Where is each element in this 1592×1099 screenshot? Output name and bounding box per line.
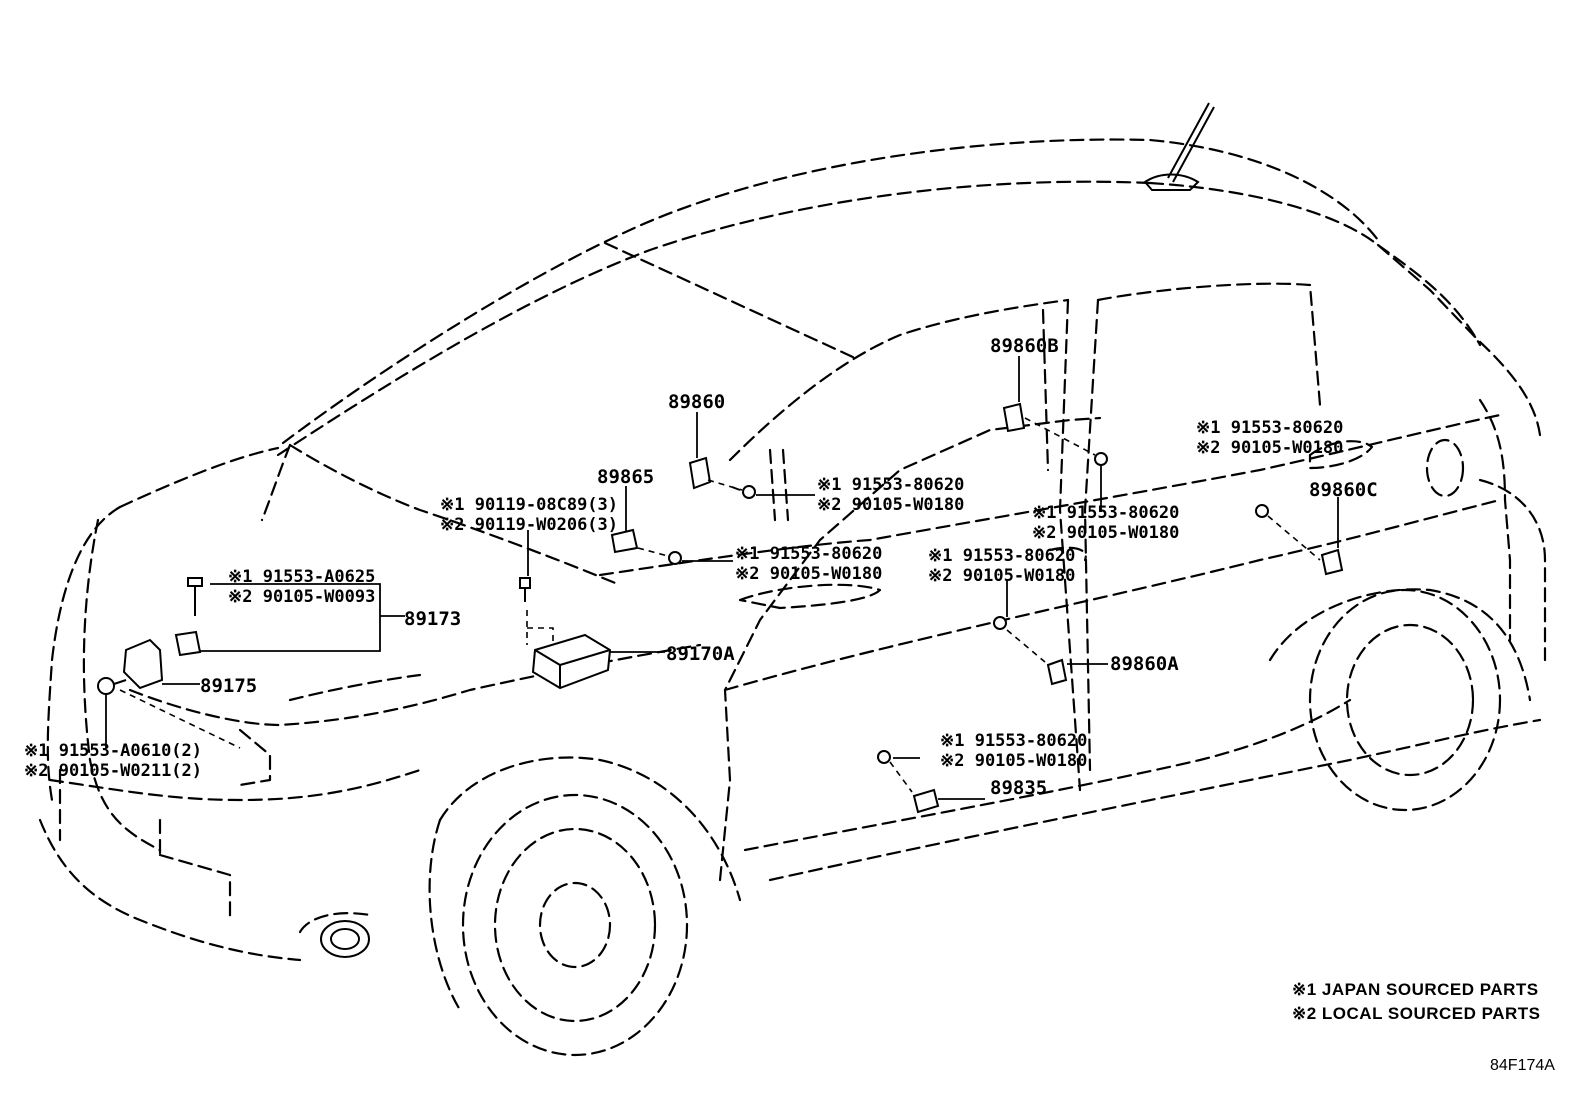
fastener-a-line1: ※1 91553-80620 [817,475,964,495]
legend-note-local: ※2 LOCAL SOURCED PARTS [1292,1004,1540,1023]
fastener-hood-line2: ※2 90105-W0093 [228,587,375,607]
legend-note-japan: ※1 JAPAN SOURCED PARTS [1292,980,1539,999]
vehicle-outline [38,102,1547,1057]
fastener-c-line2: ※2 90105-W0180 [928,566,1075,586]
fastener-e-line1: ※1 91553-80620 [1196,418,1343,438]
fastener-labels: ※1 91553-A0625 ※2 90105-W0093 ※1 91553-A… [24,418,1343,781]
fastener-b-line1: ※1 91553-80620 [735,544,882,564]
label-89170a: 89170A [666,643,735,665]
fastener-hood-line1: ※1 91553-A0625 [228,567,375,587]
legend: ※1 JAPAN SOURCED PARTS ※2 LOCAL SOURCED … [1292,980,1555,1074]
fastener-ecu-line2: ※2 90119-W0206(3) [440,515,618,535]
fastener-a-line2: ※2 90105-W0180 [817,495,964,515]
front-side-sensor-shape [688,456,712,490]
fastener-d-line2: ※2 90105-W0180 [1032,523,1179,543]
label-89860c: 89860C [1309,479,1378,501]
fastener-d-line1: ※1 91553-80620 [1032,503,1179,523]
part-labels: 89860 89865 89173 89175 89170A 89860B 89… [200,335,1378,799]
label-89173: 89173 [404,608,461,630]
fastener-f-line1: ※1 91553-80620 [940,731,1087,751]
label-89860b: 89860B [990,335,1059,357]
label-89835: 89835 [990,777,1047,799]
front-airbag-sensor-shape [174,630,202,657]
fastener-c-line1: ※1 91553-80620 [928,546,1075,566]
fastener-f-line2: ※2 90105-W0180 [940,751,1087,771]
leader-lines [105,356,1339,800]
part-shapes [97,402,1344,814]
fastener-ecu-line1: ※1 90119-08C89(3) [440,495,618,515]
label-89860: 89860 [668,391,725,413]
figure-code: 84F174A [1490,1057,1555,1074]
fastener-front-line1: ※1 91553-A0610(2) [24,741,202,761]
fastener-b-line2: ※2 90105-W0180 [735,564,882,584]
sensor-bracket-shape [122,638,164,690]
label-89865: 89865 [597,466,654,488]
fastener-e-line2: ※2 90105-W0180 [1196,438,1343,458]
label-89175: 89175 [200,675,257,697]
label-89860a: 89860A [1110,653,1179,675]
fastener-front-line2: ※2 90105-W0211(2) [24,761,202,781]
